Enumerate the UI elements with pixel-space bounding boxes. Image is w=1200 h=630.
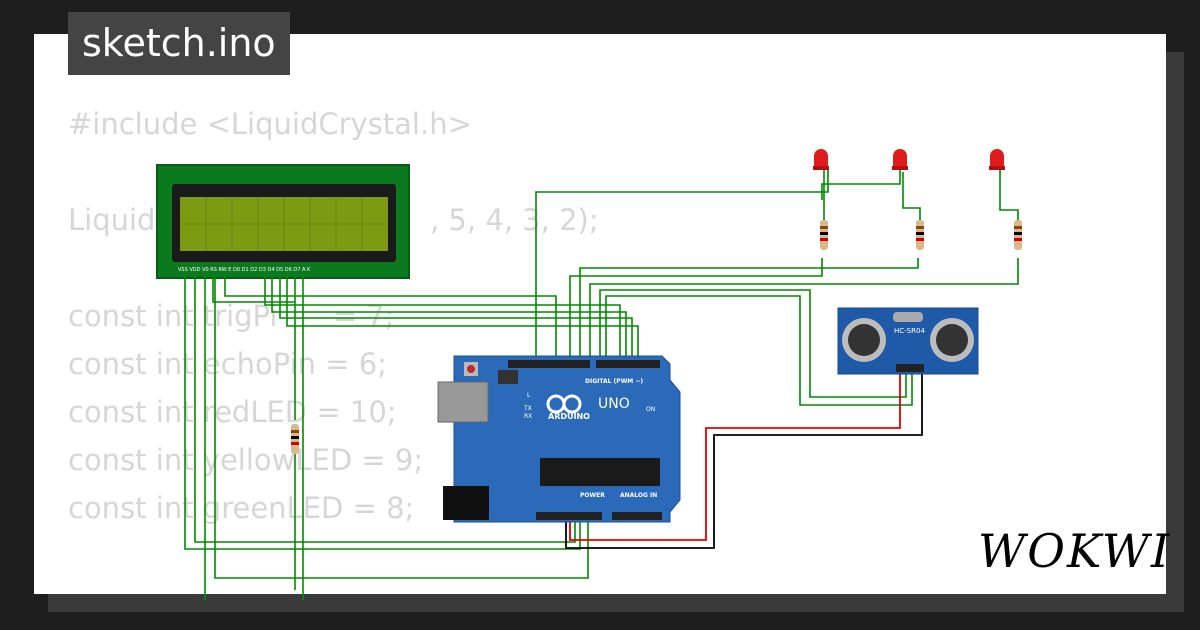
file-tab[interactable]: sketch.ino [68, 12, 290, 75]
red-led-1[interactable] [813, 149, 829, 170]
arduino-uno-board[interactable]: DIGITAL (PWM ~) ARDUINO UNO ON L TX RX P… [437, 355, 681, 523]
power-label: POWER [580, 492, 605, 499]
arduino-model: UNO [598, 396, 630, 412]
resistor-2[interactable] [916, 220, 924, 250]
resistor-4[interactable] [291, 424, 299, 454]
canvas-shadow-bottom [48, 594, 1184, 612]
red-led-2[interactable] [892, 149, 908, 170]
code-line: const int greenLED = 8; [68, 491, 415, 525]
wokwi-logo: WOKWI [978, 524, 1172, 578]
on-label: ON [646, 406, 655, 413]
led-label-rx: RX [524, 413, 532, 420]
code-line: const int redLED = 10; [68, 395, 397, 429]
ultrasonic-sensor[interactable]: HC-SR04 [837, 307, 979, 375]
arduino-brand: ARDUINO [548, 412, 590, 421]
led-label-l: L [527, 392, 531, 399]
led-label-tx: TX [523, 405, 532, 412]
resistor-1[interactable] [820, 220, 828, 250]
code-line: const int echoPin = 6; [68, 347, 387, 381]
code-line: Liquid [68, 203, 156, 237]
code-line: const int yellowLED = 9; [68, 443, 424, 477]
canvas-shadow-right [1166, 52, 1184, 612]
lcd-display[interactable]: VSS VDD V0 RS RW E D0 D1 D2 D3 D4 D5 D6 … [156, 164, 410, 279]
green-wires [184, 170, 1019, 600]
svg-text:VSS VDD V0 RS RW E D0 D1 D2 D: VSS VDD V0 RS RW E D0 D1 D2 D3 D4 D5 D6 … [178, 267, 311, 273]
analog-label: ANALOG IN [620, 492, 657, 499]
black-wire [565, 372, 923, 549]
red-wire [569, 372, 901, 541]
resistor-3[interactable] [1014, 220, 1022, 250]
red-led-3[interactable] [989, 149, 1005, 170]
code-line: #include <LiquidCrystal.h> [68, 107, 472, 141]
sensor-label: HC-SR04 [894, 327, 925, 335]
digital-label: DIGITAL (PWM ~) [585, 378, 643, 385]
